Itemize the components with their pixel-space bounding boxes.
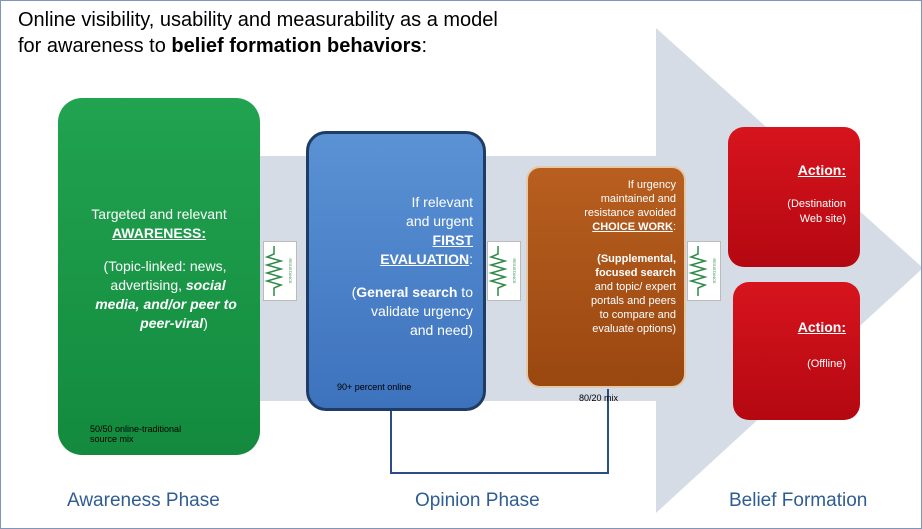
svg-text:RESISTANCE: RESISTANCE — [712, 258, 717, 284]
resistor-icon: RESISTANCE — [488, 246, 517, 296]
choice-text-bottom: (Supplemental, focused search and topic/… — [591, 253, 676, 335]
evaluation-text: If relevant and urgent FIRST EVALUATION:… — [351, 194, 473, 338]
svg-text:RESISTANCE: RESISTANCE — [288, 258, 293, 284]
action-offline-text: (Offline) — [807, 358, 846, 370]
opinion-phase-label: Opinion Phase — [415, 490, 540, 511]
action-destination-box: Action: (Destination Web site) — [728, 127, 860, 267]
choice-text-top: If urgency maintained and resistance avo… — [584, 179, 676, 233]
resistance-symbol-3: RESISTANCE — [687, 241, 721, 301]
resistor-icon: RESISTANCE — [264, 246, 293, 296]
action-destination-title: Action: — [797, 162, 846, 178]
awareness-box: Targeted and relevant AWARENESS: (Topic-… — [58, 98, 260, 455]
awareness-mix-label: 50/50 online-traditional source mix — [90, 424, 182, 444]
evaluation-online-label: 90+ percent online — [337, 382, 412, 392]
belief-formation-label: Belief Formation — [729, 490, 868, 511]
action-offline-box: Action: (Offline) — [733, 282, 860, 420]
choice-work-box: If urgency maintained and resistance avo… — [526, 166, 686, 388]
awareness-text: Targeted and relevant AWARENESS: (Topic-… — [91, 206, 237, 331]
action-offline-title: Action: — [797, 319, 846, 335]
first-evaluation-box: If relevant and urgent FIRST EVALUATION:… — [306, 131, 486, 411]
svg-text:RESISTANCE: RESISTANCE — [512, 258, 517, 284]
title-line-1: Online visibility, usability and measura… — [18, 9, 498, 31]
action-destination-text: (Destination Web site) — [787, 198, 846, 225]
feedback-loop-line — [390, 389, 609, 474]
resistance-symbol-1: RESISTANCE — [263, 241, 297, 301]
resistance-symbol-2: RESISTANCE — [487, 241, 521, 301]
resistor-icon: RESISTANCE — [688, 246, 717, 296]
choice-mix-label: 80/20 mix — [579, 393, 619, 403]
title-line-2: for awareness to belief formation behavi… — [18, 35, 428, 57]
awareness-phase-label: Awareness Phase — [67, 490, 220, 511]
